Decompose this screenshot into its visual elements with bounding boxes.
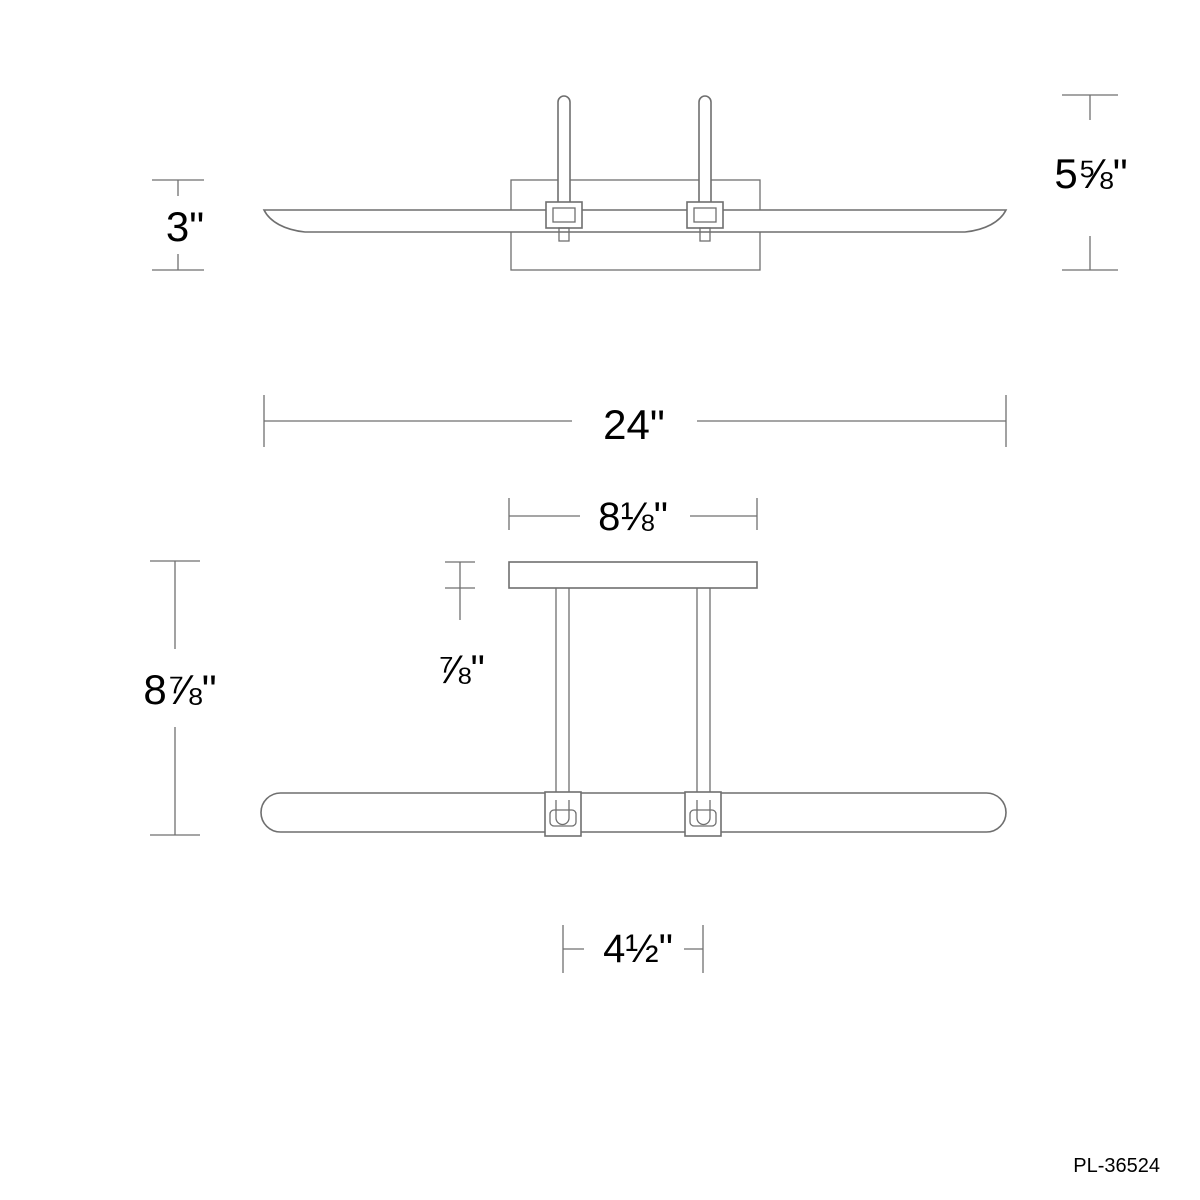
backplate-depth-label: ⅞" <box>437 648 485 692</box>
front-shade <box>262 209 1008 233</box>
top-knuckle-left-loop <box>555 800 570 826</box>
backplate-width-label: 8⅛" <box>598 495 668 539</box>
arm-spacing-label: 4½" <box>603 927 673 971</box>
dim-backplate-depth: ⅞" <box>437 561 485 692</box>
top-knuckle-left <box>544 791 582 837</box>
front-view <box>262 95 1008 271</box>
front-arm-right <box>698 95 712 219</box>
overall-height-label: 5⅝" <box>1054 150 1127 197</box>
dim-overall-depth: 8⅞" <box>143 560 217 836</box>
dim-overall-width: 24" <box>263 395 1007 448</box>
front-stub-left <box>558 227 570 242</box>
front-stub-right <box>699 227 711 242</box>
dim-backplate-width: 8⅛" <box>508 495 758 539</box>
front-knuckle-left <box>545 201 583 229</box>
front-knuckle-right-inner <box>693 207 717 223</box>
top-view <box>260 561 1007 837</box>
dim-arm-spacing: 4½" <box>562 925 704 973</box>
shade-height-label: 3" <box>166 203 204 250</box>
top-knuckle-left-inner <box>549 809 577 827</box>
front-knuckle-left-inner <box>552 207 576 223</box>
top-backplate <box>508 561 758 589</box>
overall-depth-label: 8⅞" <box>143 666 216 713</box>
dim-overall-height: 5⅝" <box>1054 94 1128 271</box>
dim-shade-height: 3" <box>152 179 204 271</box>
top-knuckle-right-inner <box>689 809 717 827</box>
front-knuckle-right <box>686 201 724 229</box>
top-shade <box>260 792 1007 833</box>
front-arm-left <box>557 95 571 219</box>
top-knuckle-right-loop <box>696 800 711 826</box>
part-number: PL-36524 <box>1073 1155 1160 1177</box>
overall-width-label: 24" <box>603 401 665 448</box>
top-knuckle-right <box>684 791 722 837</box>
